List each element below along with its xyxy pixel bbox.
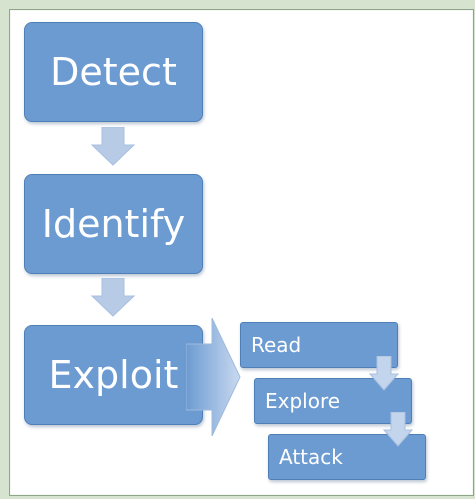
step-exploit-label: Exploit: [48, 353, 179, 397]
arrow-down-detect-identify: [90, 127, 136, 166]
step-exploit: Exploit: [24, 325, 203, 425]
substep-read-label: Read: [251, 333, 302, 357]
substep-explore: Explore: [254, 378, 412, 424]
arrow-down-identify-exploit: [90, 278, 136, 317]
step-detect-label: Detect: [50, 50, 177, 94]
step-identify-label: Identify: [41, 202, 186, 246]
substep-read: Read: [240, 322, 398, 368]
arrow-down-read-explore: [369, 356, 399, 391]
diagram-canvas: Detect Identify Exploit Read Explore Att…: [9, 9, 474, 496]
arrow-right-exploit: [186, 318, 241, 436]
step-detect: Detect: [24, 22, 203, 122]
arrow-down-explore-attack: [383, 412, 413, 447]
substep-attack-label: Attack: [279, 445, 343, 469]
substep-explore-label: Explore: [265, 389, 341, 413]
step-identify: Identify: [24, 174, 203, 274]
